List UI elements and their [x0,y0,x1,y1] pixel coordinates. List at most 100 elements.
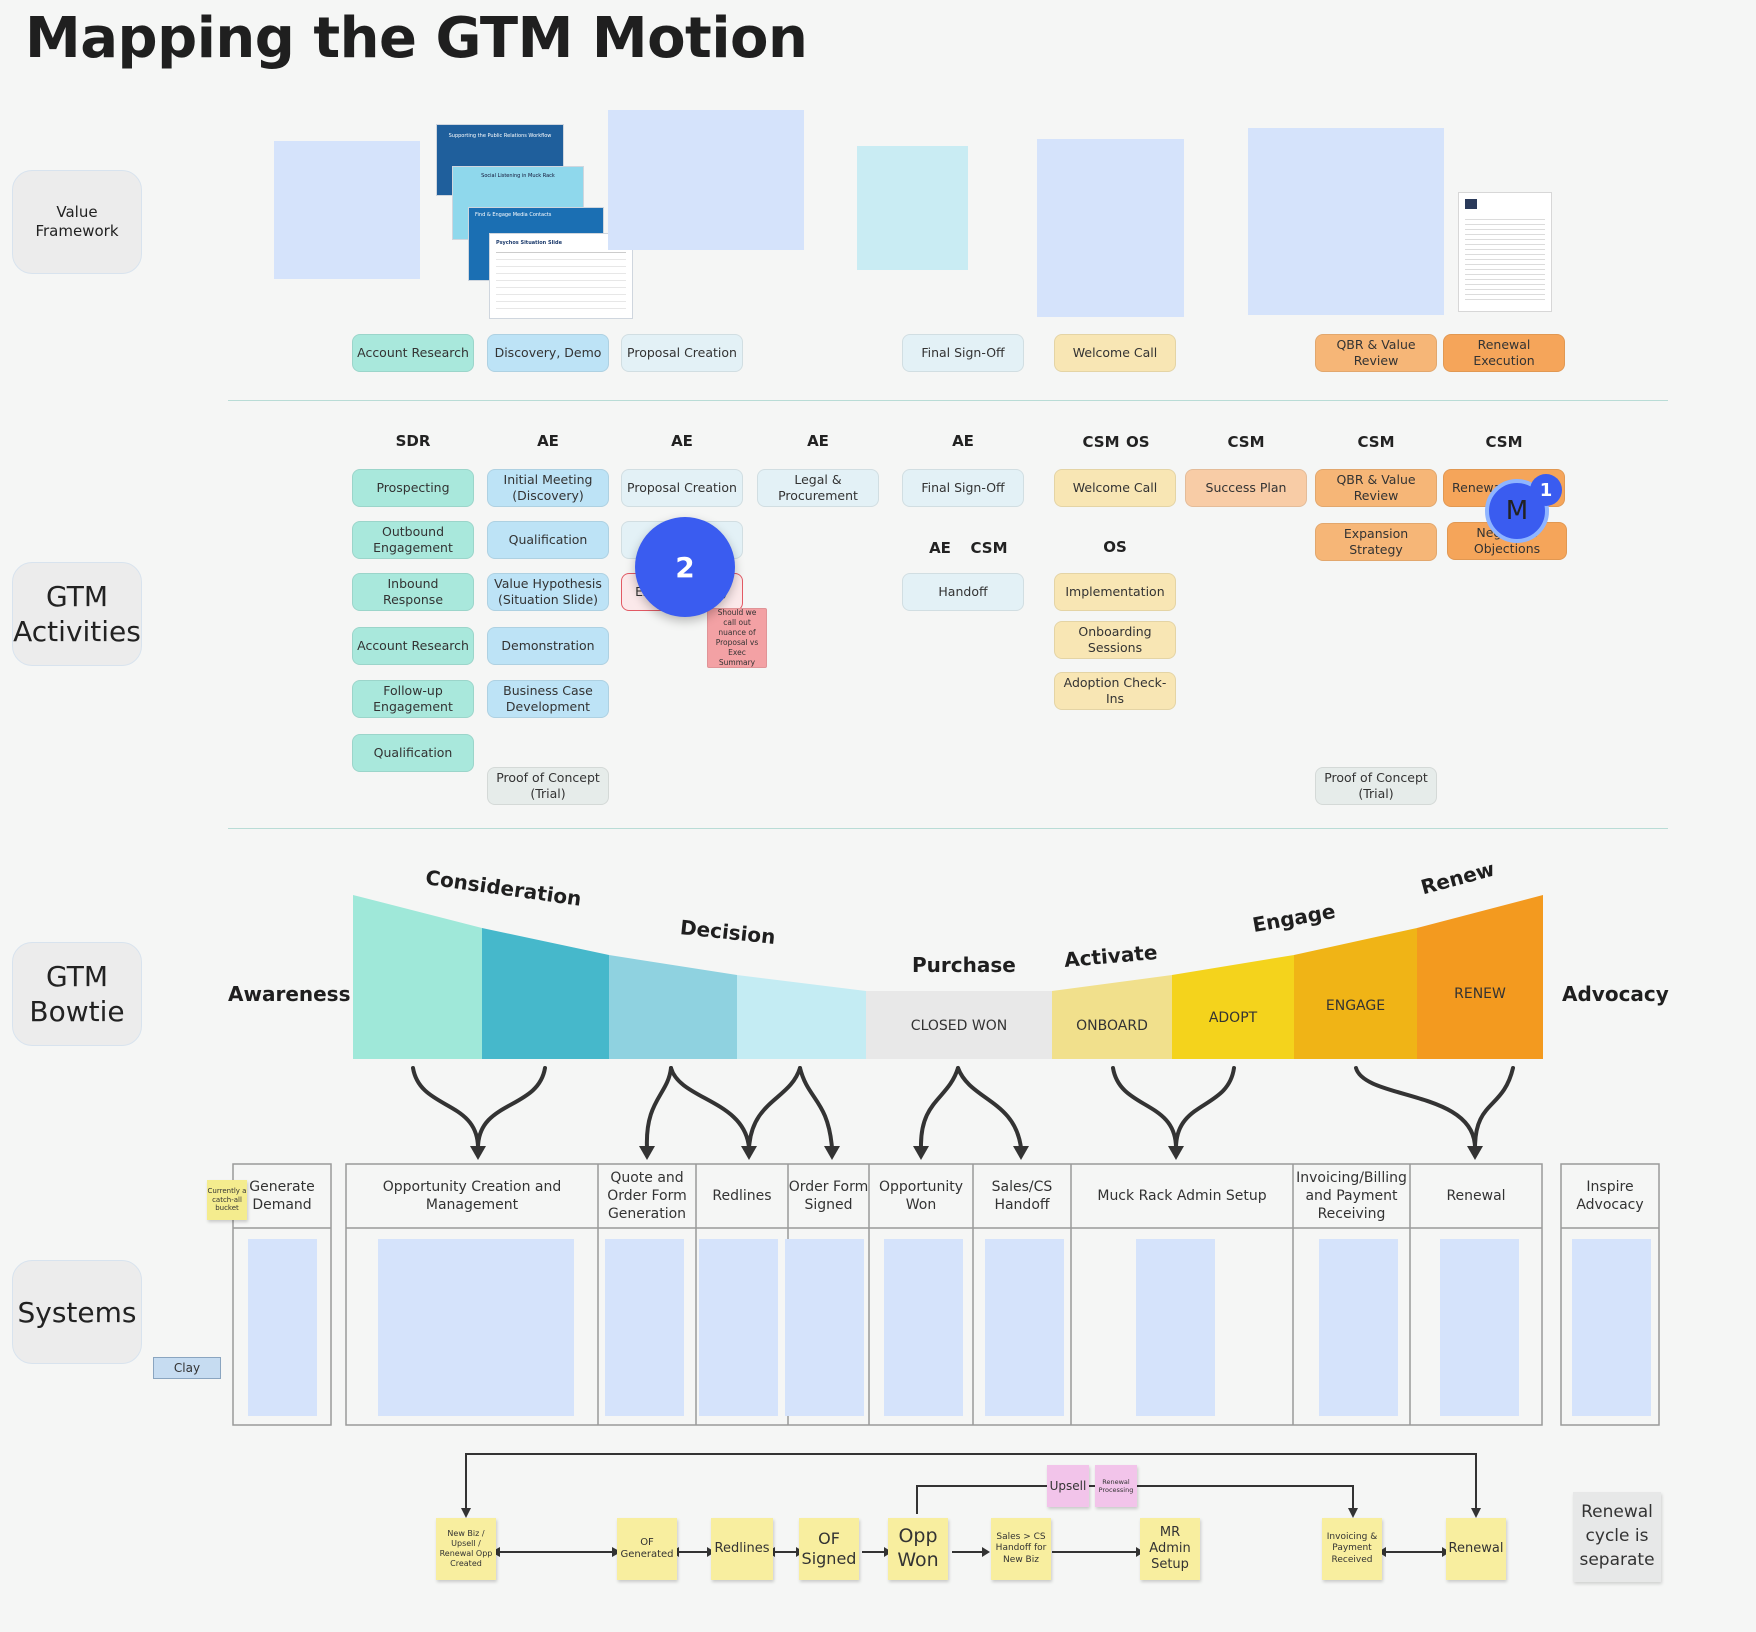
flow-node[interactable]: New Biz / Upsell / Renewal Opp Created [436,1518,496,1580]
activity-card[interactable]: Final Sign-Off [902,469,1024,507]
image-placeholder[interactable] [857,146,968,270]
renewal-note[interactable]: Renewal cycle is separate [1573,1492,1661,1582]
activity-card[interactable]: Value Hypothesis (Situation Slide) [487,573,609,611]
stage-label-purchase: Purchase [912,953,1016,977]
activity-card[interactable]: Welcome Call [1054,469,1176,507]
band-label-closed-won: CLOSED WON [910,1018,1008,1034]
role-label: CSM [1357,433,1395,451]
row-label-gtm-bowtie[interactable]: GTM Bowtie [12,942,142,1046]
document-thumbnail[interactable] [1458,192,1552,312]
activity-card[interactable]: Qualification [487,521,609,559]
system-logo-placeholder[interactable] [985,1239,1064,1416]
flow-node[interactable]: Opp Won [888,1518,948,1580]
system-logo-placeholder[interactable] [378,1239,574,1416]
bowtie-segment-decision-2 [737,975,866,1059]
activity-card[interactable]: Initial Meeting (Discovery) [487,469,609,507]
section-divider [228,828,1668,829]
vf-tag[interactable]: Proposal Creation [621,334,743,372]
flow-tag-upsell[interactable]: Upsell [1047,1465,1089,1507]
slide-thumbnail[interactable]: Psychos Situation Slide [489,233,633,319]
row-label-systems[interactable]: Systems [12,1260,142,1364]
stage-label-advocacy: Advocacy [1562,982,1669,1006]
system-column-header: Invoicing/Billing and Payment Receiving [1296,1169,1407,1223]
page-title: Mapping the GTM Motion [25,6,808,71]
flow-node[interactable]: Renewal [1446,1518,1506,1580]
activity-card[interactable]: Inbound Response [352,573,474,611]
bowtie-connector-arrows [411,1066,1515,1150]
arrowheads [470,1146,1483,1160]
bowtie-segment-renew [1417,895,1543,1059]
flow-tag-renewal-processing[interactable]: Renewal Processing [1095,1465,1137,1507]
activity-card[interactable]: Onboarding Sessions [1054,621,1176,659]
image-placeholder[interactable] [608,110,804,250]
bowtie-segment-onboard [1052,975,1172,1059]
slide-title: Supporting the Public Relations Workflow [448,133,552,139]
system-logo-placeholder[interactable] [785,1239,864,1416]
role-label: CSM [970,539,1008,557]
flow-node[interactable]: MR Admin Setup [1140,1518,1200,1580]
doc-logo-icon [1465,199,1477,209]
system-logo-placeholder[interactable] [248,1239,317,1416]
row-label-value-framework[interactable]: Value Framework [12,170,142,274]
activity-card[interactable]: QBR & Value Review [1315,469,1437,507]
role-label: AE [952,432,974,450]
system-logo-placeholder[interactable] [1319,1239,1398,1416]
vf-tag[interactable]: Renewal Execution [1443,334,1565,372]
activity-card[interactable]: Account Research [352,627,474,665]
activity-card[interactable]: Outbound Engagement [352,521,474,559]
activity-card[interactable]: Prospecting [352,469,474,507]
vf-tag[interactable]: Account Research [352,334,474,372]
flow-node[interactable]: Redlines [711,1518,773,1580]
activity-card[interactable]: Expansion Strategy [1315,523,1437,561]
notification-badge: 1 [1530,474,1562,506]
system-logo-placeholder[interactable] [605,1239,684,1416]
vf-tag[interactable]: Welcome Call [1054,334,1176,372]
system-column-header: Renewal [1446,1187,1506,1204]
flow-node[interactable]: OF Generated [617,1518,677,1580]
doc-lines [1465,215,1545,303]
slide-table [496,252,626,309]
row-label-gtm-activities[interactable]: GTM Activities [12,562,142,666]
activity-card[interactable]: Legal & Procurement [757,469,879,507]
band-label-adopt: ADOPT [1208,1010,1258,1026]
flow-node[interactable]: Invoicing & Payment Received [1322,1518,1382,1580]
system-column-header: Inspire Advocacy [1576,1178,1644,1213]
system-logo-placeholder[interactable] [1440,1239,1519,1416]
vf-tag[interactable]: QBR & Value Review [1315,334,1437,372]
comment-sticky-note[interactable]: Should we call out nuance of Proposal vs… [707,608,767,668]
activity-card[interactable]: Proof of Concept (Trial) [1315,767,1437,805]
activity-card[interactable]: Handoff [902,573,1024,611]
activity-card[interactable]: Follow-up Engagement [352,680,474,718]
collaborator-avatar[interactable]: M [1485,479,1549,543]
activity-card[interactable]: Proof of Concept (Trial) [487,767,609,805]
note-sticky[interactable]: Currently a catch-all bucket [207,1180,247,1220]
activity-card[interactable]: Adoption Check-Ins [1054,672,1176,710]
image-placeholder[interactable] [1037,139,1184,317]
activity-card[interactable]: Business Case Development [487,680,609,718]
vf-tag[interactable]: Discovery, Demo [487,334,609,372]
image-placeholder[interactable] [274,141,420,279]
bowtie-segment-awareness [353,895,482,1059]
activity-card[interactable]: Success Plan [1185,469,1307,507]
slide-title: Social Listening in Muck Rack [481,173,555,179]
vf-tag[interactable]: Final Sign-Off [902,334,1024,372]
system-logo-placeholder[interactable] [884,1239,963,1416]
activity-card[interactable]: Qualification [352,734,474,772]
system-logo-placeholder[interactable] [1572,1239,1651,1416]
band-label-engage: ENGAGE [1325,998,1386,1014]
role-label: AE [671,432,693,450]
system-logo-placeholder[interactable] [699,1239,778,1416]
activity-card[interactable]: Demonstration [487,627,609,665]
flow-node[interactable]: OF Signed [799,1518,859,1580]
activity-card[interactable]: Implementation [1054,573,1176,611]
system-logo-placeholder[interactable] [1136,1239,1215,1416]
collaborator-cursor[interactable]: 2 [635,517,735,617]
system-column-header: Generate Demand [249,1178,315,1213]
image-placeholder[interactable] [1248,128,1444,315]
flow-node[interactable]: Sales > CS Handoff for New Biz [991,1518,1051,1580]
stage-label-awareness: Awareness [228,982,351,1006]
role-label: OS [1126,433,1150,451]
activity-card[interactable]: Proposal Creation [621,469,743,507]
system-column-header: Quote and Order Form Generation [607,1169,687,1223]
clay-tag[interactable]: Clay [153,1357,221,1379]
